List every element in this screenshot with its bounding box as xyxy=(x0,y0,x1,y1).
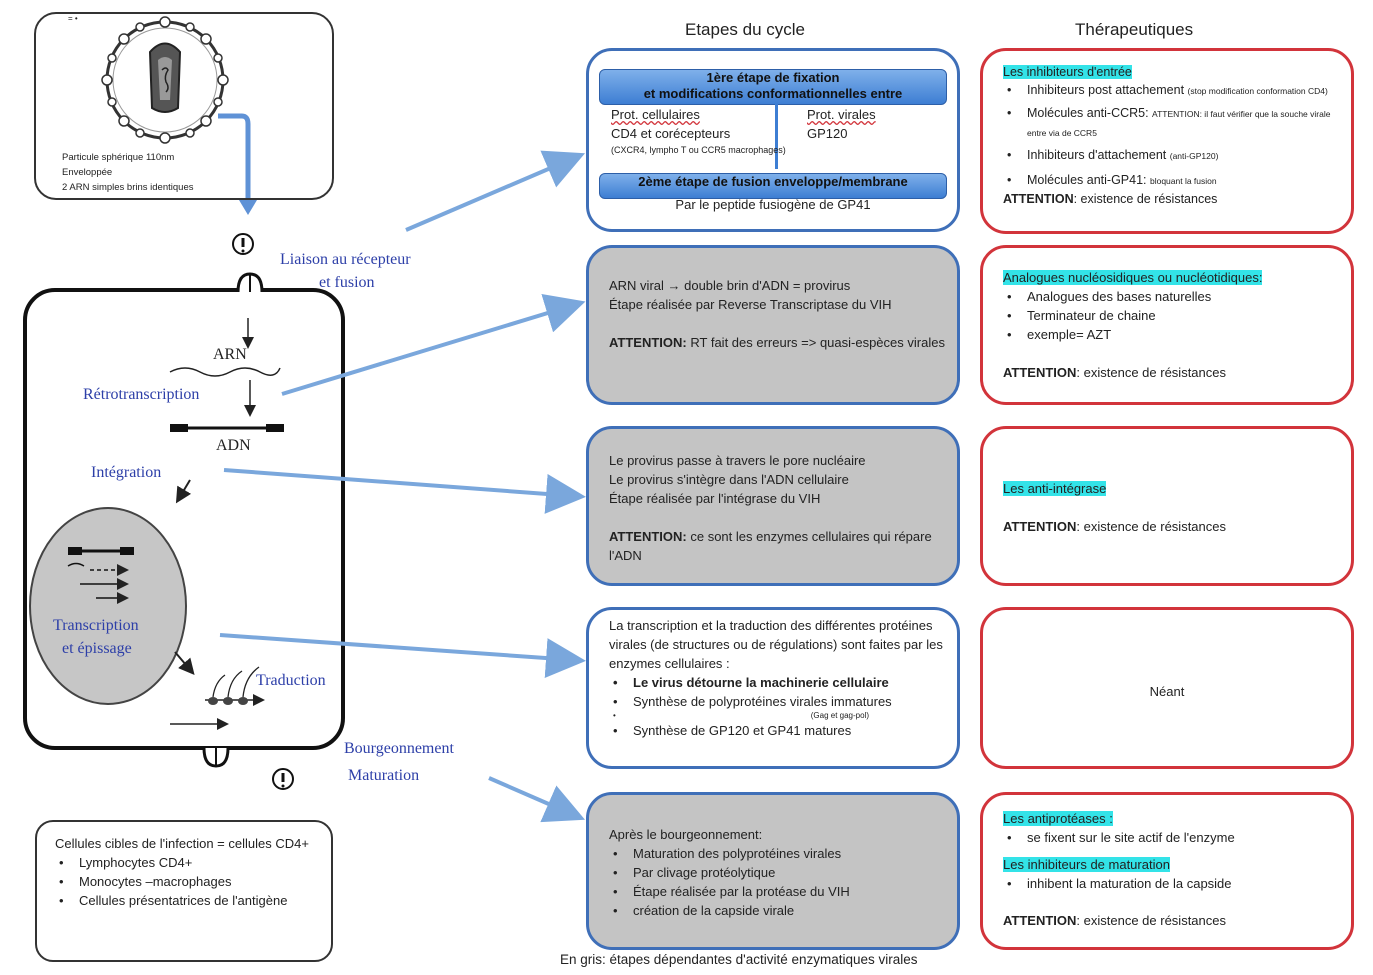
step1-col2-title: Prot. virales xyxy=(807,107,876,122)
therapy2-item: exemple= AZT xyxy=(1007,325,1343,344)
therapy1-item: Molécules anti-GP41: bloquant la fusion xyxy=(1007,171,1343,190)
label-maturation: Maturation xyxy=(348,767,420,784)
therapy5-attention: ATTENTION: existence de résistances xyxy=(1003,913,1226,928)
target-cells-title: Cellules cibles de l'infection = cellule… xyxy=(55,836,309,851)
therapy4-text: Néant xyxy=(1149,684,1185,699)
step1-bar-fusion: 2ème étape de fusion enveloppe/membrane xyxy=(599,173,947,199)
virus-particle-icon xyxy=(101,16,229,144)
label-fusion: et fusion xyxy=(319,274,375,291)
therapy2-title: Analogues nucléosidiques ou nucléotidiqu… xyxy=(1003,270,1263,285)
step-box-fixation: 1ère étape de fixation et modifications … xyxy=(586,48,960,232)
therapy2-item: Analogues des bases naturelles xyxy=(1007,287,1343,306)
step3-attention: ATTENTION: ce sont les enzymes cellulair… xyxy=(609,529,932,563)
step1-footer: Par le peptide fusiogène de GP41 xyxy=(675,197,871,212)
step3-line3: Étape réalisée par l'intégrase du VIH xyxy=(609,491,821,506)
header-etapes: Etapes du cycle xyxy=(685,20,806,39)
step-box-integration: Le provirus passe à travers le pore nucl… xyxy=(586,426,960,586)
therapy-box-analogues: Analogues nucléosidiques ou nucléotidiqu… xyxy=(980,245,1354,405)
therapy2-item: Terminateur de chaine xyxy=(1007,306,1343,325)
step1-bar-fixation: 1ère étape de fixation et modifications … xyxy=(599,69,947,105)
step-box-retrotranscription: ARN viral → double brin d'ADN = provirus… xyxy=(586,245,960,405)
therapy3-title: Les anti-intégrase xyxy=(1003,481,1107,496)
therapy1-title: Les inhibiteurs d'entrée xyxy=(1003,65,1132,79)
label-integration: Intégration xyxy=(91,464,162,481)
step2-line1: ARN viral → double brin d'ADN = provirus xyxy=(609,278,851,293)
therapy-box-antiproteases: Les antiprotéases : se fixent sur le sit… xyxy=(980,792,1354,950)
header-therapeutiques: Thérapeutiques xyxy=(1075,20,1194,39)
nucleus xyxy=(29,507,187,705)
step-box-maturation: Après le bourgeonnement: Maturation des … xyxy=(586,792,960,950)
virus-top-marks: = • xyxy=(68,14,78,23)
step1-col1-small: (CXCR4, lympho T ou CCR5 macrophages) xyxy=(611,145,786,155)
therapy5-title2: Les inhibiteurs de maturation xyxy=(1003,857,1170,872)
virus-line-1: Particule sphérique 110nm xyxy=(62,152,175,163)
label-epissage: et épissage xyxy=(62,640,132,657)
therapy5-item: inhibent la maturation de la capside xyxy=(1007,874,1343,893)
step4-intro: La transcription et la traduction des di… xyxy=(609,618,943,671)
step1-col1-title: Prot. cellulaires xyxy=(611,107,700,122)
virus-info-box: = • Particule sphérique 110nm Enveloppée… xyxy=(34,12,334,200)
therapy5-item: se fixent sur le site actif de l'enzyme xyxy=(1007,828,1343,847)
step1-col1-text: CD4 et corécepteurs xyxy=(611,126,731,141)
target-cells-box: Cellules cibles de l'infection = cellule… xyxy=(35,820,333,962)
step1-divider xyxy=(775,103,778,169)
therapy-box-anti-integrase: Les anti-intégrase ATTENTION: existence … xyxy=(980,426,1354,586)
therapy-box-neant: Néant xyxy=(980,607,1354,769)
therapy-box-entree: Les inhibiteurs d'entrée Inhibiteurs pos… xyxy=(980,48,1354,234)
target-cell-item: Lymphocytes CD4+ xyxy=(59,853,319,872)
step3-line1: Le provirus passe à travers le pore nucl… xyxy=(609,453,866,468)
step4-item2-small: (Gag et gag-pol) xyxy=(613,711,949,721)
virus-line-3: 2 ARN simples brins identiques xyxy=(62,182,194,193)
step5-item: Par clivage protéolytique xyxy=(613,863,945,882)
target-cell-item: Cellules présentatrices de l'antigène xyxy=(59,891,319,910)
step3-line2: Le provirus s'intègre dans l'ADN cellula… xyxy=(609,472,849,487)
label-retrotranscription: Rétrotranscription xyxy=(83,386,200,403)
step4-item: Le virus détourne la machinerie cellulai… xyxy=(613,673,949,692)
therapy3-attention: ATTENTION: existence de résistances xyxy=(1003,519,1226,534)
therapy2-attention: ATTENTION: existence de résistances xyxy=(1003,365,1226,380)
label-transcription: Transcription xyxy=(53,617,139,634)
step5-item: création de la capside virale xyxy=(613,901,945,920)
step5-intro: Après le bourgeonnement: xyxy=(609,827,763,842)
step-box-transcription: La transcription et la traduction des di… xyxy=(586,607,960,769)
legend-footer: En gris: étapes dépendantes d'activité e… xyxy=(560,952,918,967)
step1-col2-text: GP120 xyxy=(807,126,848,141)
therapy5-title1: Les antiprotéases : xyxy=(1003,811,1113,826)
label-adn: ADN xyxy=(216,437,251,454)
label-traduction: Traduction xyxy=(256,672,326,689)
label-arn: ARN xyxy=(213,346,247,363)
therapy1-item: Molécules anti-CCR5: ATTENTION: il faut … xyxy=(1007,104,1343,142)
virus-line-2: Enveloppée xyxy=(62,167,113,178)
therapy1-item: Inhibiteurs post attachement (stop modif… xyxy=(1007,81,1343,100)
label-liaison: Liaison au récepteur xyxy=(280,251,411,268)
step4-item: Synthèse de GP120 et GP41 matures xyxy=(613,721,949,740)
step2-attention: ATTENTION: RT fait des erreurs => quasi-… xyxy=(609,335,945,350)
step5-item: Maturation des polyprotéines virales xyxy=(613,844,945,863)
step4-item: Synthèse de polyprotéines virales immatu… xyxy=(613,692,949,711)
therapy1-attention: ATTENTION: existence de résistances xyxy=(1003,192,1218,206)
label-bourgeonnement: Bourgeonnement xyxy=(344,740,454,757)
step2-line2: Étape réalisée par Reverse Transcriptase… xyxy=(609,297,892,312)
target-cell-item: Monocytes –macrophages xyxy=(59,872,319,891)
therapy1-item: Inhibiteurs d'attachement (anti-GP120) xyxy=(1007,146,1343,165)
step5-item: Étape réalisée par la protéase du VIH xyxy=(613,882,945,901)
